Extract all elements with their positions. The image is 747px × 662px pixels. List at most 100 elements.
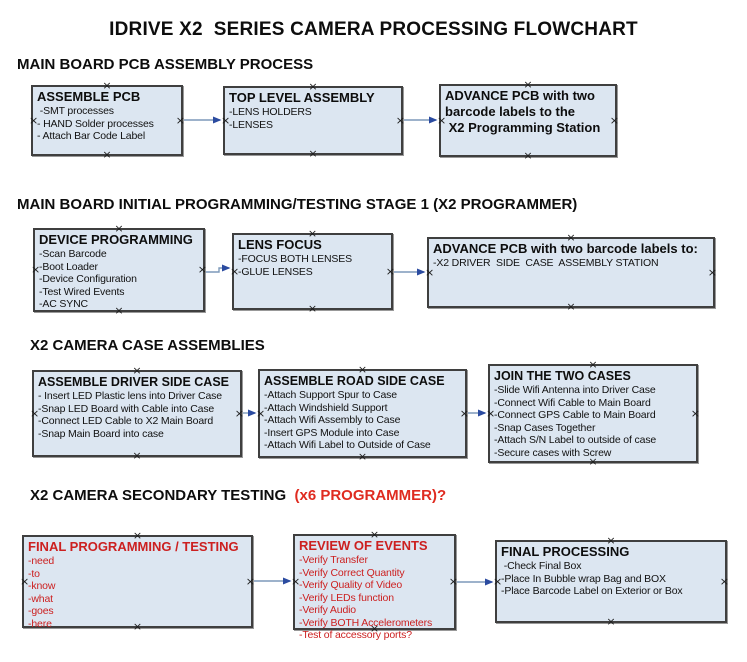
box-title: ASSEMBLE ROAD SIDE CASE xyxy=(264,374,445,388)
section-header-initial-programming: MAIN BOARD INITIAL PROGRAMMING/TESTING S… xyxy=(17,196,577,213)
flow-box-final-programming-testing: FINAL PROGRAMMING / TESTING -need-to-kno… xyxy=(20,530,255,632)
section-header-case-assemblies: X2 CAMERA CASE ASSEMBLIES xyxy=(30,337,265,354)
section-header-suffix: (x6 PROGRAMMER)? xyxy=(290,487,447,504)
section-header-pcb-assembly: MAIN BOARD PCB ASSEMBLY PROCESS xyxy=(17,56,313,73)
section-header-text: X2 CAMERA SECONDARY TESTING xyxy=(30,487,291,504)
box-title: ADVANCE PCB with two barcode labels to t… xyxy=(445,88,601,135)
connector-anchor-icon: × xyxy=(308,147,318,160)
box-items: -need-to-know-what-goes-here xyxy=(28,555,249,630)
section-header-secondary-testing: X2 CAMERA SECONDARY TESTING (x6 PROGRAMM… xyxy=(30,487,446,504)
box-item: -Snap Main Board into case xyxy=(38,427,164,440)
box-items: -Attach Support Spur to Case-Attach Wind… xyxy=(264,389,463,452)
box-title: JOIN THE TWO CASES xyxy=(494,369,631,383)
box-items: -Check Final Box-Place In Bubble wrap Ba… xyxy=(501,560,723,598)
box-item: - HAND Solder processes xyxy=(37,117,154,130)
flow-box-lens-focus: LENS FOCUS -FOCUS BOTH LENSES-GLUE LENSE… xyxy=(230,228,395,315)
box-items: -SMT processes- HAND Solder processes- A… xyxy=(37,105,179,143)
connector-anchor-icon: × xyxy=(588,455,598,468)
connector-anchor-icon: × xyxy=(425,265,435,279)
box-title: ASSEMBLE PCB xyxy=(37,89,141,104)
connector-anchor-icon: × xyxy=(307,302,318,315)
box-items: - Insert LED Plastic lens into Driver Ca… xyxy=(38,390,238,440)
flow-box-advance-pcb-driver-side: ADVANCE PCB with two barcode labels to: … xyxy=(425,232,717,313)
box-item: -Test of accessory ports? xyxy=(299,629,412,641)
box-item: -know xyxy=(28,580,56,592)
connector-anchor-icon: × xyxy=(523,149,533,162)
box-item: -goes xyxy=(28,605,54,617)
section-header-text: MAIN BOARD PCB ASSEMBLY PROCESS xyxy=(17,56,314,73)
box-item: -Verify Quality of Video xyxy=(299,579,403,591)
box-item: -Secure cases with Screw xyxy=(494,446,612,459)
box-item: -Scan Barcode xyxy=(39,248,107,260)
box-title: DEVICE PROGRAMMING xyxy=(39,232,193,247)
box-item: -Place In Bubble wrap Bag and BOX xyxy=(501,572,666,585)
flow-connector xyxy=(206,264,231,273)
box-title: TOP LEVEL ASSEMBLY xyxy=(229,90,375,105)
box-item: -Boot Loader xyxy=(39,260,98,273)
box-item: -Verify BOTH Accelerometers xyxy=(299,616,433,629)
box-item: -Verify Correct Quantity xyxy=(299,566,405,579)
box-item: -LENS HOLDERS xyxy=(229,106,312,118)
flow-box-assemble-pcb: ASSEMBLE PCB -SMT processes- HAND Solder… xyxy=(29,80,185,161)
box-item: -Connect Wifi Cable to Main Board xyxy=(494,396,651,409)
section-header-text: MAIN BOARD INITIAL PROGRAMMING/TESTING S… xyxy=(17,196,578,213)
box-item: -FOCUS BOTH LENSES xyxy=(238,253,352,265)
box-item: -Insert GPS Module into Case xyxy=(264,426,400,439)
box-item: - Insert LED Plastic lens into Driver Ca… xyxy=(38,390,222,402)
connector-anchor-icon: × xyxy=(102,148,112,161)
box-items: -LENS HOLDERS-LENSES xyxy=(229,106,399,131)
box-item: -what xyxy=(28,592,53,605)
connector-anchor-icon: × xyxy=(566,300,576,313)
box-item: -Snap LED Board with Cable into Case xyxy=(38,402,215,415)
box-items: -X2 DRIVER SIDE CASE ASSEMBLY STATION xyxy=(433,257,711,270)
box-title: LENS FOCUS xyxy=(238,237,322,252)
box-item: -LENSES xyxy=(229,118,273,131)
box-items: -Verify Transfer-Verify Correct Quantity… xyxy=(299,554,452,642)
box-item: -to xyxy=(28,567,40,580)
box-title: ADVANCE PCB with two barcode labels to: xyxy=(433,241,698,256)
box-item: -GLUE LENSES xyxy=(238,265,313,278)
box-item: -here xyxy=(28,617,52,630)
box-item: -X2 DRIVER SIDE CASE ASSEMBLY STATION xyxy=(433,257,659,269)
box-item: -SMT processes xyxy=(37,105,114,117)
page-title: IDRIVE X2 SERIES CAMERA PROCESSING FLOWC… xyxy=(109,19,638,40)
connector-anchor-icon: × xyxy=(132,449,142,462)
box-item: -Attach Wifi Assembly to Case xyxy=(264,414,401,426)
box-item: -Check Final Box xyxy=(501,560,582,572)
flow-box-assemble-road-side-case: ASSEMBLE ROAD SIDE CASE -Attach Support … xyxy=(256,364,469,463)
box-item: -Attach Support Spur to Case xyxy=(264,389,397,401)
connector-anchor-icon: × xyxy=(357,450,368,463)
box-item: -Device Configuration xyxy=(39,273,137,285)
flow-box-advance-pcb-programming-station: ADVANCE PCB with two barcode labels to t… xyxy=(437,79,619,162)
box-item: -Connect GPS Cable to Main Board xyxy=(494,409,656,421)
box-item: -Attach Windshield Support xyxy=(264,401,388,414)
flow-box-device-programming: DEVICE PROGRAMMING -Scan Barcode-Boot Lo… xyxy=(31,223,207,316)
box-title: FINAL PROCESSING xyxy=(501,544,630,559)
flow-box-review-of-events: REVIEW OF EVENTS -Verify Transfer-Verify… xyxy=(291,529,458,641)
box-item: -Verify Transfer xyxy=(299,554,368,566)
box-items: -FOCUS BOTH LENSES-GLUE LENSES xyxy=(238,253,389,278)
connector-anchor-icon: × xyxy=(707,265,717,279)
box-items: -Scan Barcode-Boot Loader-Device Configu… xyxy=(39,248,201,311)
connector-anchor-icon: × xyxy=(606,615,616,628)
flow-box-join-the-two-cases: JOIN THE TWO CASES -Slide Wifi Antenna i… xyxy=(486,359,700,468)
box-item: -Verify LEDs function xyxy=(299,591,394,604)
box-item: -Test Wired Events xyxy=(39,285,125,298)
box-item: -need xyxy=(28,555,55,567)
box-title: FINAL PROGRAMMING / TESTING xyxy=(28,539,239,554)
box-item: -Attach S/N Label to outside of case xyxy=(494,434,657,446)
box-item: -AC SYNC xyxy=(39,298,88,310)
box-item: -Place Barcode Label on Exterior or Box xyxy=(501,585,683,597)
box-item: -Verify Audio xyxy=(299,604,356,616)
box-item: - Attach Bar Code Label xyxy=(37,130,146,142)
box-item: -Attach Wifi Label to Outside of Case xyxy=(264,439,431,451)
flow-box-top-level-assembly: TOP LEVEL ASSEMBLY -LENS HOLDERS-LENSES … xyxy=(221,81,405,160)
box-items: -Slide Wifi Antenna into Driver Case-Con… xyxy=(494,384,694,459)
flow-box-assemble-driver-side-case: ASSEMBLE DRIVER SIDE CASE - Insert LED P… xyxy=(30,365,244,462)
box-item: -Connect LED Cable to X2 Main Board xyxy=(38,415,214,427)
flow-box-final-processing: FINAL PROCESSING -Check Final Box-Place … xyxy=(493,535,729,628)
box-title: ASSEMBLE DRIVER SIDE CASE xyxy=(38,375,230,389)
section-header-text: X2 CAMERA CASE ASSEMBLIES xyxy=(30,337,265,354)
box-item: -Slide Wifi Antenna into Driver Case xyxy=(494,384,656,396)
